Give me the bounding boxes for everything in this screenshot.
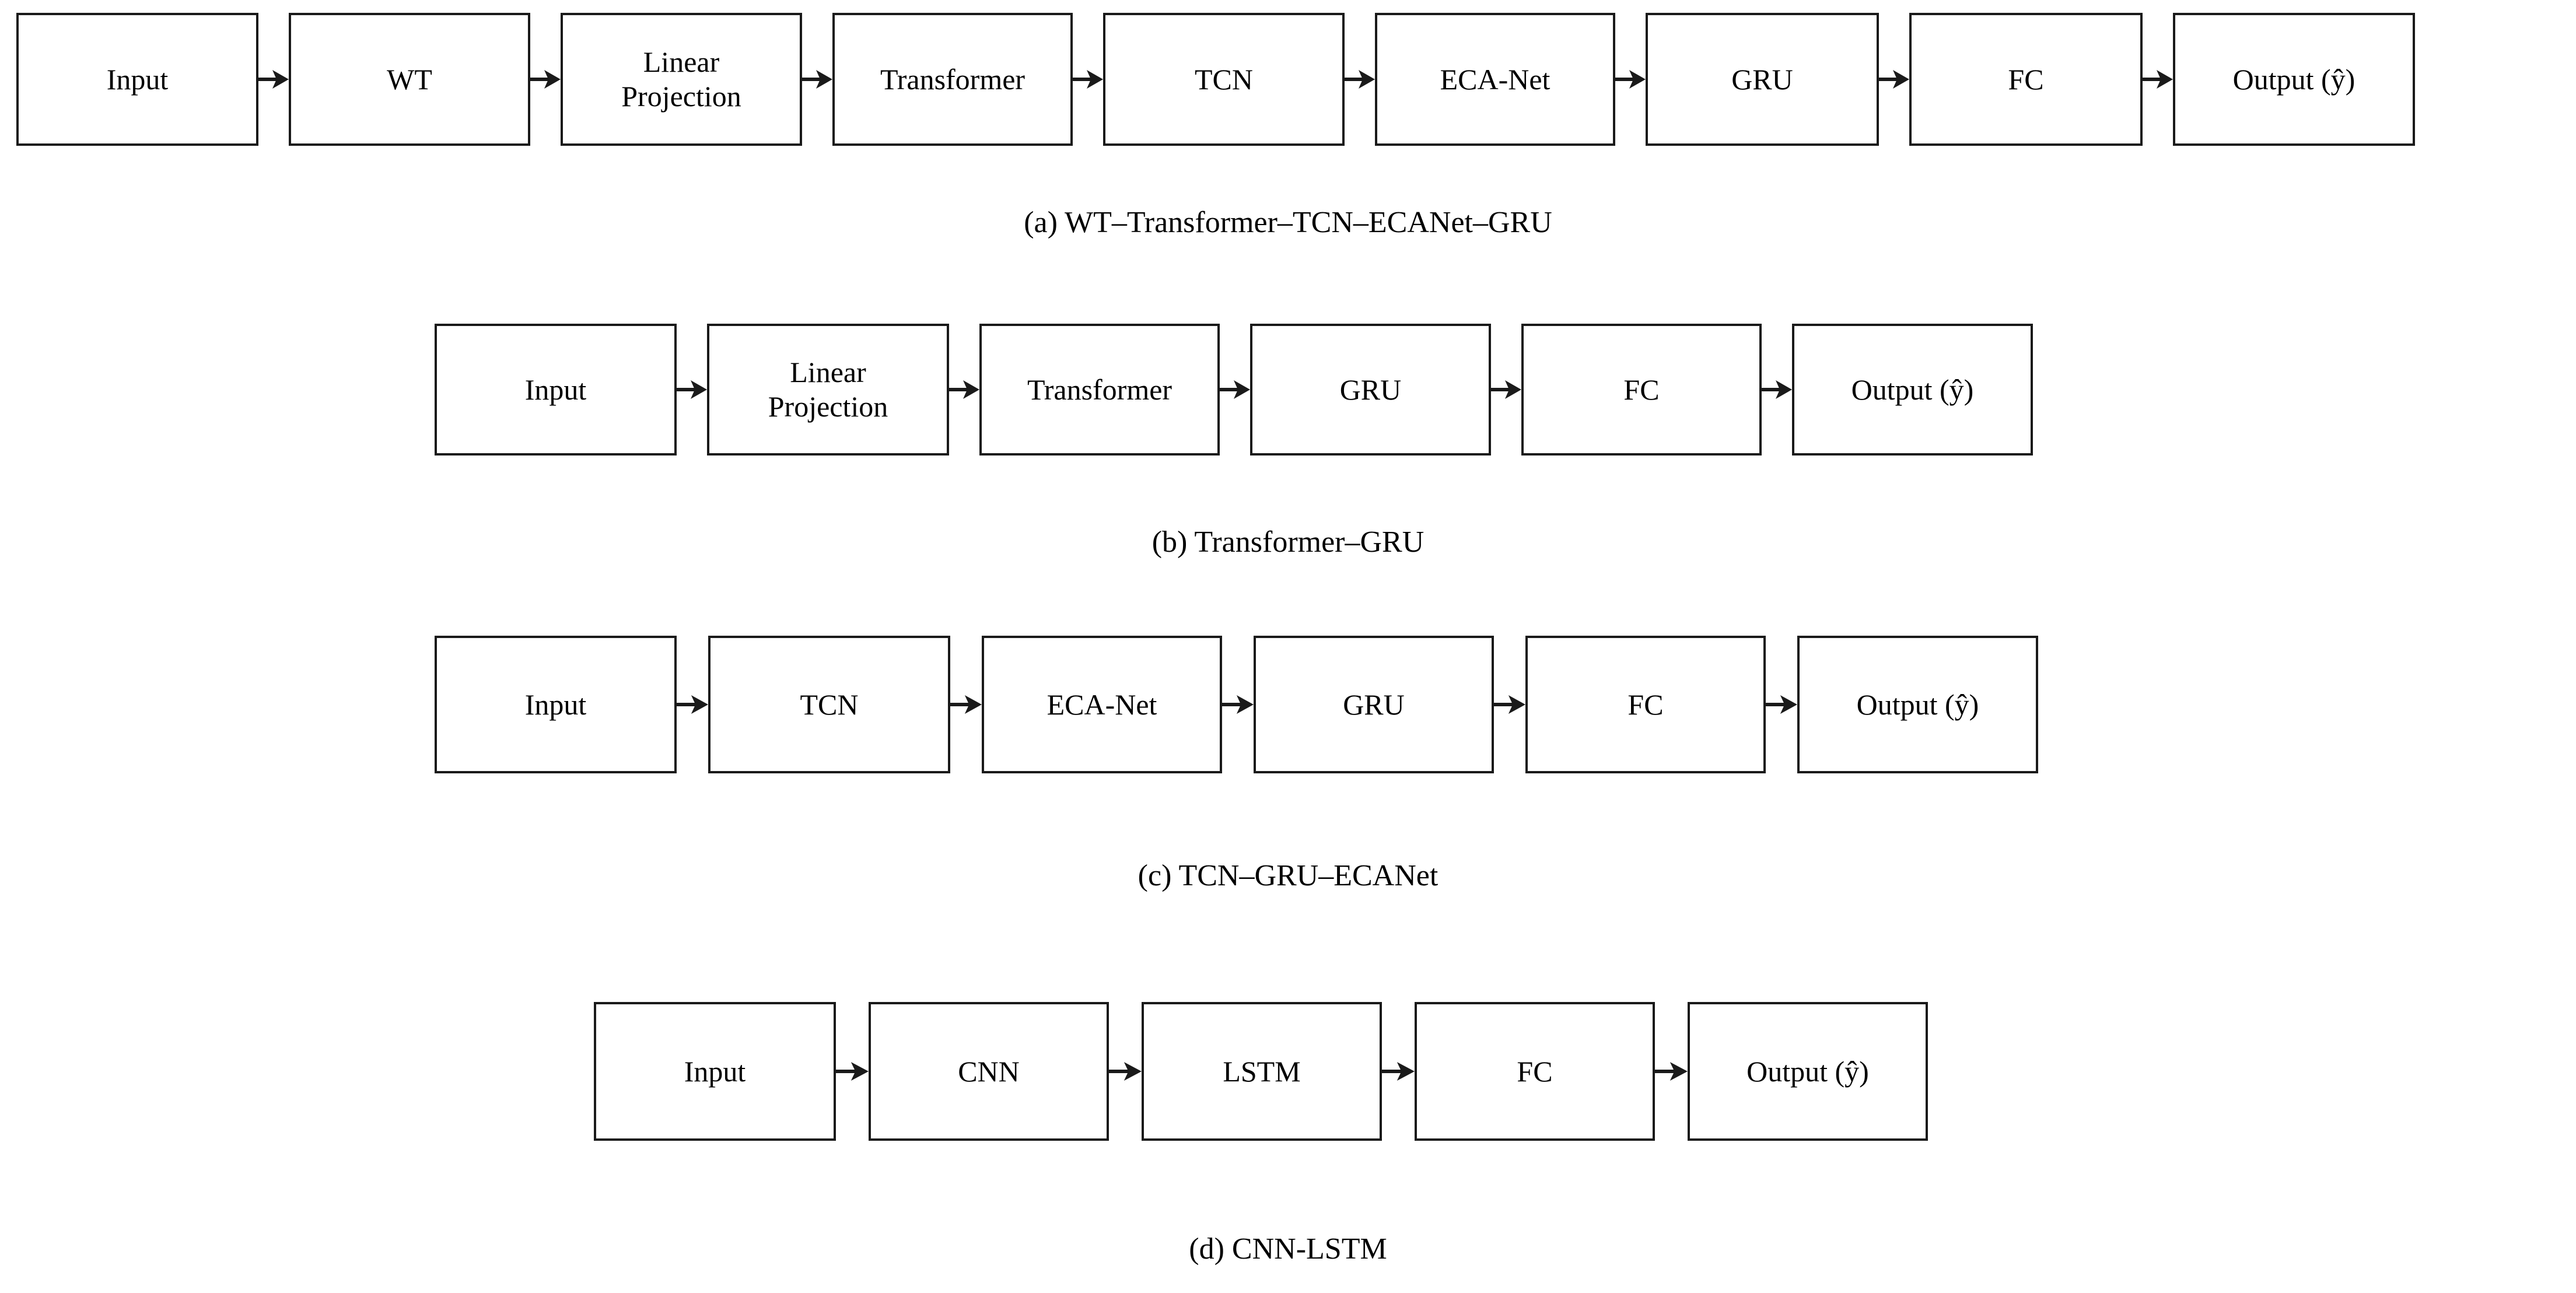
block-node[interactable]: WT [289, 13, 530, 146]
block-node[interactable]: Input [435, 636, 677, 773]
caption-d: (d) CNN-LSTM [1189, 1232, 1387, 1266]
block-node[interactable]: GRU [1254, 636, 1494, 773]
pipeline-row-c: Input TCN ECA-Net GRU FC Output (ŷ) [435, 636, 2038, 773]
block-node-label: Output (ŷ) [1746, 1054, 1869, 1088]
flow-arrow [2143, 62, 2173, 97]
flow-arrow [1615, 62, 1646, 97]
flow-arrow [950, 687, 982, 722]
block-node[interactable]: Input [594, 1002, 836, 1141]
flow-arrow [1655, 1054, 1688, 1089]
block-node-label: Input [106, 62, 169, 96]
block-node-label: Output (ŷ) [1856, 688, 1979, 721]
block-node[interactable]: LSTM [1142, 1002, 1382, 1141]
block-node-label: FC [2008, 62, 2044, 96]
block-node-label: FC [1517, 1054, 1553, 1088]
pipeline-row-b: Input Linear Projection Transformer GRU FC Ou… [435, 324, 2033, 455]
block-node-label: Transformer [1027, 373, 1172, 406]
block-node-label: LSTM [1223, 1054, 1301, 1088]
block-node[interactable]: Output (ŷ) [1792, 324, 2033, 455]
block-node-label: ECA-Net [1046, 688, 1157, 721]
block-node-label: Output (ŷ) [2232, 62, 2356, 96]
block-node-label: TCN [1195, 62, 1253, 96]
block-node-label: GRU [1731, 62, 1793, 96]
block-node-label: Linear Projection [621, 45, 741, 113]
flow-arrow [1879, 62, 1909, 97]
block-node-label: Output (ŷ) [1851, 373, 1974, 406]
block-node[interactable]: Output (ŷ) [1688, 1002, 1928, 1141]
block-node[interactable]: CNN [869, 1002, 1109, 1141]
flow-arrow [1109, 1054, 1142, 1089]
flow-arrow [1494, 687, 1525, 722]
block-node[interactable]: FC [1521, 324, 1762, 455]
block-node-label: WT [387, 62, 432, 96]
block-node[interactable]: FC [1415, 1002, 1655, 1141]
block-node[interactable]: Transformer [979, 324, 1220, 455]
flow-arrow [1766, 687, 1797, 722]
block-node[interactable]: FC [1525, 636, 1766, 773]
block-node-label: Input [684, 1054, 746, 1088]
block-node-label: FC [1628, 688, 1664, 721]
flow-arrow [802, 62, 832, 97]
pipeline-row-d: Input CNN LSTM FC Output (ŷ) [594, 1002, 1928, 1141]
block-node[interactable]: Input [435, 324, 677, 455]
block-node-label: Transformer [880, 62, 1026, 96]
flow-arrow [1073, 62, 1103, 97]
block-node[interactable]: Output (ŷ) [2173, 13, 2415, 146]
block-node-label: FC [1623, 373, 1660, 406]
flow-arrow [1345, 62, 1375, 97]
block-node[interactable]: ECA-Net [982, 636, 1222, 773]
flow-arrow [677, 372, 707, 407]
flow-arrow [949, 372, 979, 407]
flow-arrow [1762, 372, 1792, 407]
block-node[interactable]: Linear Projection [561, 13, 802, 146]
flow-arrow [530, 62, 561, 97]
caption-b: (b) Transformer–GRU [1152, 525, 1424, 559]
flow-arrow [1220, 372, 1250, 407]
block-node-label: CNN [958, 1054, 1020, 1088]
flow-arrow [836, 1054, 869, 1089]
block-node[interactable]: Output (ŷ) [1797, 636, 2038, 773]
block-node[interactable]: TCN [708, 636, 950, 773]
block-node-label: ECA-Net [1440, 62, 1550, 96]
block-node[interactable]: ECA-Net [1375, 13, 1615, 146]
caption-a: (a) WT–Transformer–TCN–ECANet–GRU [1024, 206, 1552, 239]
block-node-label: Linear Projection [768, 356, 888, 423]
block-node[interactable]: TCN [1103, 13, 1345, 146]
block-node[interactable]: Input [16, 13, 258, 146]
flow-arrow [677, 687, 708, 722]
block-node-label: TCN [800, 688, 859, 721]
block-node-label: GRU [1339, 373, 1402, 406]
block-node[interactable]: GRU [1646, 13, 1879, 146]
flow-arrow [258, 62, 289, 97]
flow-arrow [1491, 372, 1521, 407]
block-node[interactable]: Linear Projection [707, 324, 949, 455]
flow-arrow [1222, 687, 1254, 722]
pipeline-row-a: Input WT Linear Projection Transformer TCN EC… [16, 13, 2415, 146]
block-node-label: GRU [1343, 688, 1405, 721]
block-node[interactable]: GRU [1250, 324, 1491, 455]
block-node[interactable]: FC [1909, 13, 2143, 146]
block-node-label: Input [524, 688, 587, 721]
caption-c: (c) TCN–GRU–ECANet [1138, 859, 1438, 892]
block-node-label: Input [524, 373, 587, 406]
flow-arrow [1382, 1054, 1415, 1089]
block-node[interactable]: Transformer [832, 13, 1073, 146]
